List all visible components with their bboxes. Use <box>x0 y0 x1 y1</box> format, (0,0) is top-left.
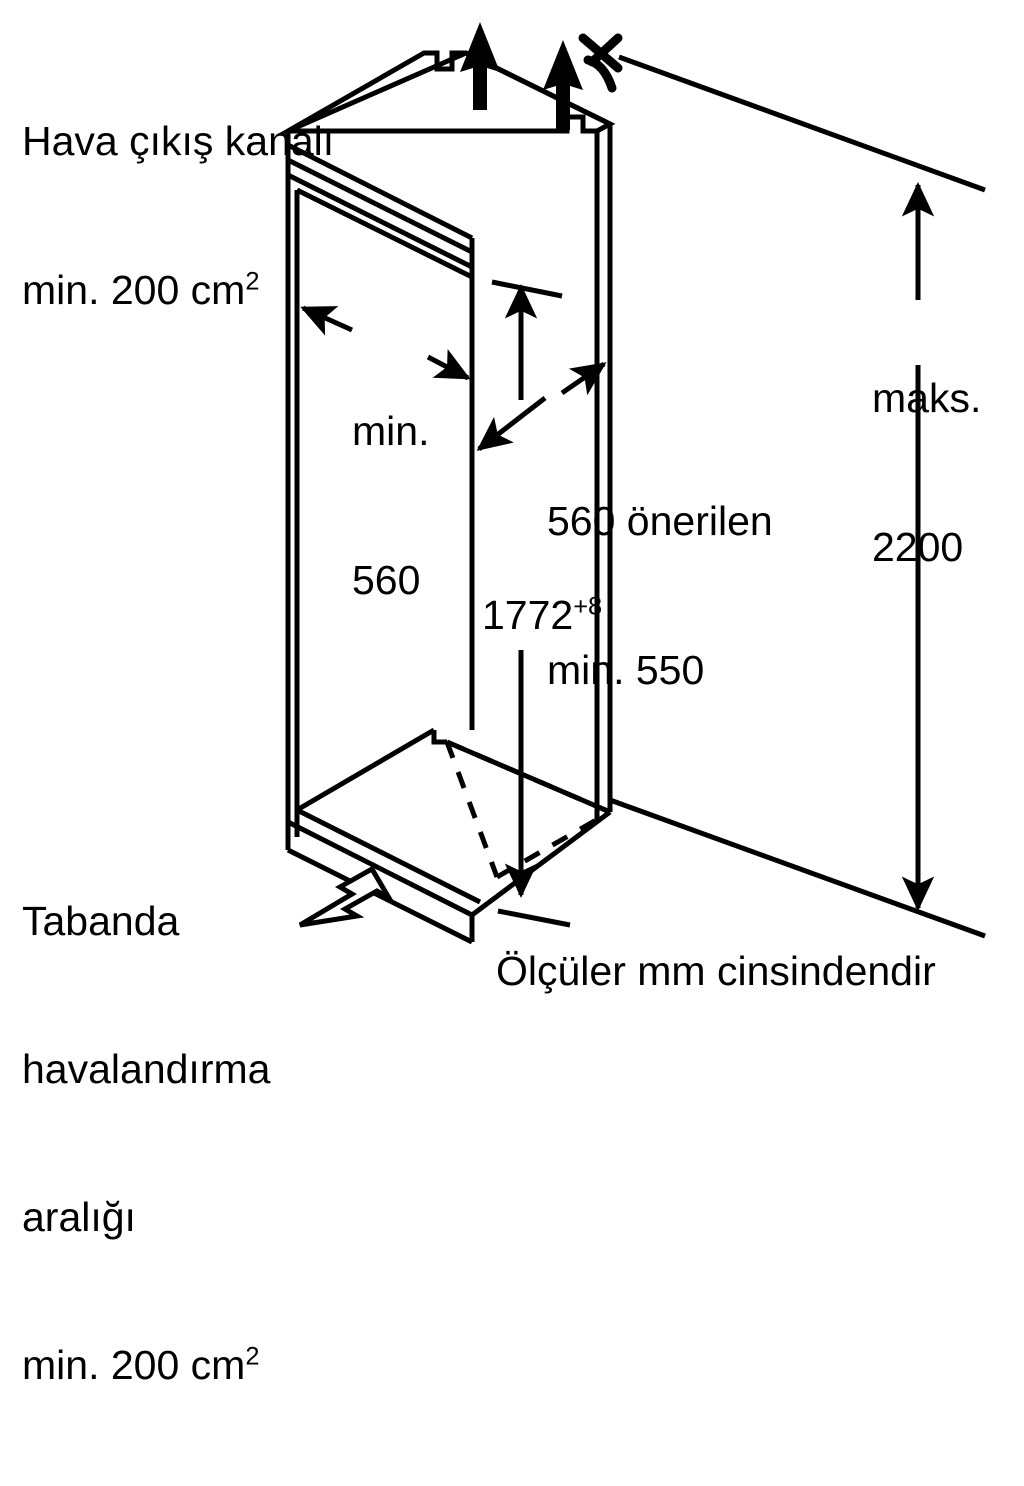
bottom-front-right-edge <box>470 809 612 918</box>
airflow-arrow-right-icon <box>543 40 583 130</box>
floor-vent-superscript: 2 <box>245 1342 260 1371</box>
ceiling-reference-line <box>618 54 986 193</box>
bottom-front-upper-edge <box>286 819 474 918</box>
niche-width-arrow-right <box>426 349 471 381</box>
niche-depth-dimension <box>476 361 607 451</box>
niche-width-line-1: min. <box>352 407 430 454</box>
niche-depth-label: 560 önerilen min. 550 <box>547 400 773 791</box>
floor-vent-line-4: min. 200 cm2 <box>22 1342 260 1389</box>
niche-height-tolerance: +8 <box>573 592 603 621</box>
bottom-front-lower-edge <box>286 847 474 945</box>
niche-height-dimension <box>491 279 571 928</box>
floor-reference-line <box>609 797 986 939</box>
air-outlet-superscript: 2 <box>245 267 260 296</box>
niche-depth-arrow-lower-left <box>476 396 547 451</box>
floor-vent-arrow-icon <box>298 865 396 928</box>
floor-ventilation-label: Tabanda havalandırma aralığı min. 200 cm… <box>22 797 270 1486</box>
floor-vent-line-2: havalandırma <box>22 1045 271 1092</box>
floor-vent-line-3: aralığı <box>22 1194 136 1240</box>
airflow-arrow-left-icon <box>460 22 500 110</box>
hidden-floor-lines <box>444 739 612 880</box>
hidden-floor-side <box>444 741 500 878</box>
cabinet-outline <box>278 50 616 945</box>
max-height-dimension <box>609 54 986 939</box>
floor-plate-right-edge <box>446 739 611 815</box>
lintel-shelf-front-edge <box>295 187 474 280</box>
air-outlet-line-1: Hava çıkış kanalı <box>22 117 335 164</box>
floor-vent-line-1: Tabanda <box>22 897 180 944</box>
niche-width-arrow-left <box>300 305 354 336</box>
hidden-floor-front <box>495 809 612 880</box>
air-outlet-duct-label: Hava çıkış kanalı min. 200 cm2 <box>22 20 334 411</box>
max-height-line-1: maks. <box>872 374 982 421</box>
niche-width-dimension <box>300 305 471 381</box>
air-outlet-line-2: min. 200 cm2 <box>22 266 260 313</box>
wall-reference-marker-icon <box>578 33 623 93</box>
max-height-line-2: 2200 <box>872 523 964 570</box>
niche-height-top-leader <box>491 279 563 299</box>
floor-plate-left-edge <box>295 727 436 813</box>
niche-depth-line-1: 560 önerilen <box>547 497 773 544</box>
lintel-band-mid-edge <box>286 142 474 241</box>
niche-width-line-2: 560 <box>352 556 421 603</box>
units-note-label: Ölçüler mm cinsindendir <box>496 948 936 994</box>
top-notch-right <box>553 114 597 134</box>
niche-width-label: min. 560 <box>352 310 429 701</box>
lintel-band-lower-edge <box>286 157 474 255</box>
niche-height-value: 1772 <box>482 592 574 638</box>
niche-height-bottom-leader <box>497 908 571 928</box>
installation-diagram: Hava çıkış kanalı min. 200 cm2 maks. 220… <box>22 20 986 1389</box>
niche-line-drawing <box>278 22 986 945</box>
bottom-shelf-edge <box>295 807 482 905</box>
air-outlet-arrows <box>460 22 583 130</box>
top-notch-left <box>424 50 455 72</box>
niche-depth-arrow-upper-right <box>560 361 607 396</box>
max-height-label: maks. 2200 <box>872 277 981 668</box>
niche-depth-line-2: min. 550 <box>547 646 705 693</box>
niche-height-label: 1772+8 <box>482 591 602 639</box>
lintel-shelf-top-edge <box>286 172 474 270</box>
floor-plate-notch <box>431 730 447 745</box>
